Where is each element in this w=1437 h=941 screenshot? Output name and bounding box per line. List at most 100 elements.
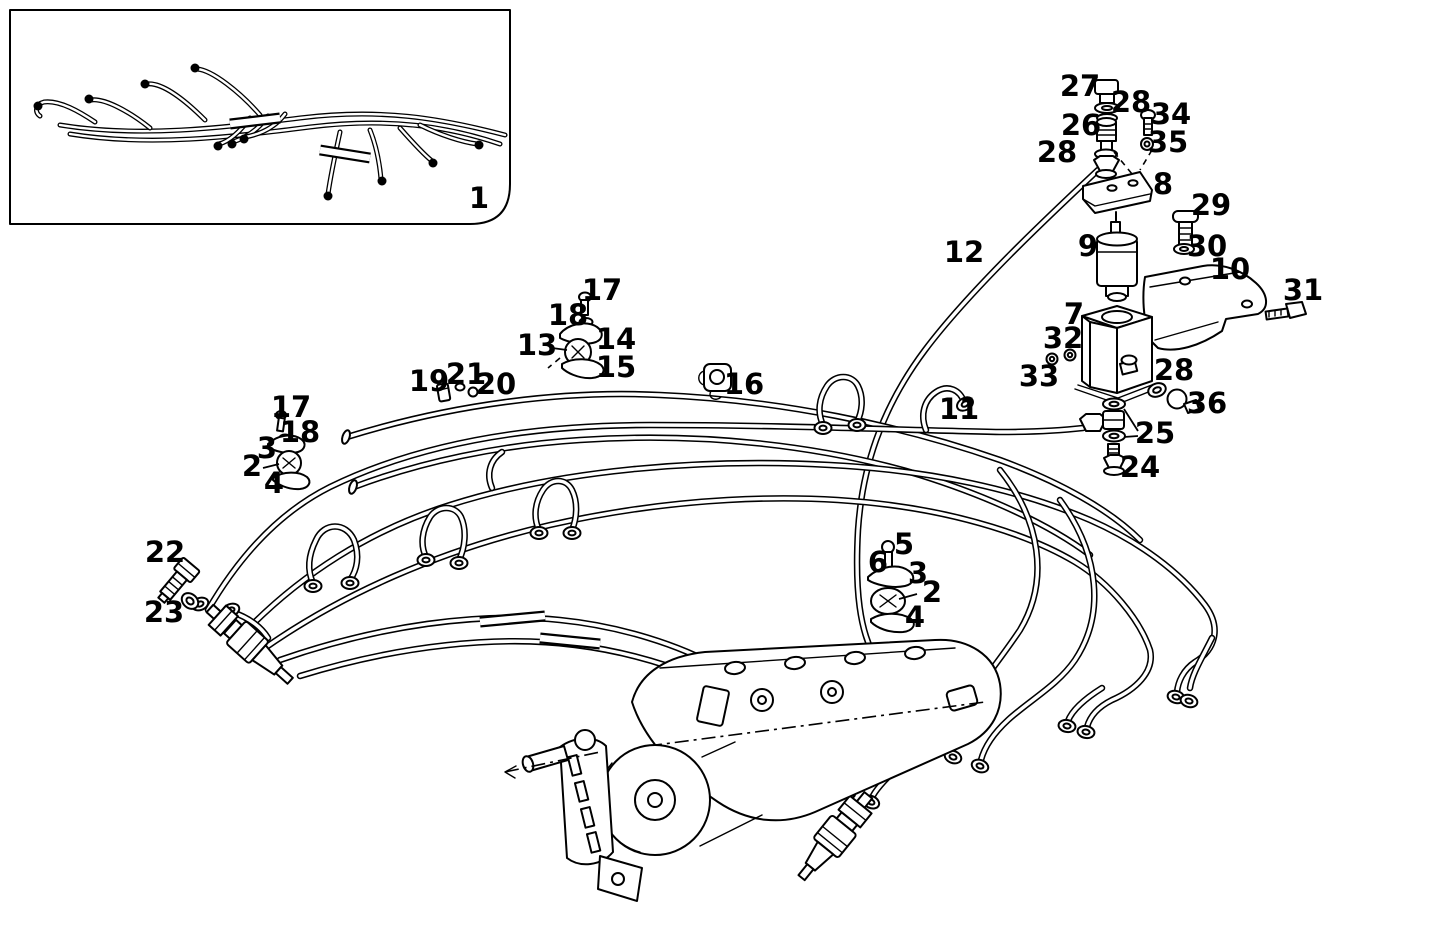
injector-tip xyxy=(797,863,815,882)
pipe-nut xyxy=(813,421,833,435)
screw-29-washer-30 xyxy=(1172,210,1199,255)
down-pipe-2 xyxy=(977,496,1098,764)
pipe-nut xyxy=(449,556,469,570)
clamp-2-3-4-left xyxy=(267,410,311,491)
callout-1: 1 xyxy=(469,181,489,215)
pipe-nut xyxy=(340,576,360,590)
injector-taper xyxy=(251,644,284,676)
bolt-34-shaft xyxy=(1143,117,1153,136)
callout-29: 29 xyxy=(1191,188,1231,222)
callout-22: 22 xyxy=(145,535,185,569)
callout-26: 26 xyxy=(1061,108,1101,142)
callout-13: 13 xyxy=(517,328,557,362)
callout-27: 27 xyxy=(1060,69,1100,103)
injector-bottom xyxy=(797,791,874,882)
callout-12: 12 xyxy=(944,235,984,269)
callout-14: 14 xyxy=(596,322,636,356)
callout-11: 11 xyxy=(939,392,979,426)
callout-2: 2 xyxy=(242,449,262,483)
callout-5: 5 xyxy=(894,527,914,561)
callout-leader xyxy=(551,347,568,351)
pipe-nut xyxy=(1056,717,1078,735)
callout-3: 3 xyxy=(257,431,277,465)
injector-left xyxy=(205,603,294,685)
callout-17: 17 xyxy=(582,273,622,307)
callout-28: 28 xyxy=(1154,353,1194,387)
callout-2: 2 xyxy=(922,575,942,609)
nipple-fitting xyxy=(1118,354,1139,376)
callout-4: 4 xyxy=(905,600,925,634)
pipe-end-dot xyxy=(33,101,43,111)
inset-pipe-bundle xyxy=(33,63,508,201)
callout-31: 31 xyxy=(1283,273,1323,307)
callout-7: 7 xyxy=(1064,297,1084,331)
callout-17: 17 xyxy=(271,390,311,424)
callout-23: 23 xyxy=(144,595,184,629)
plug-36 xyxy=(1166,388,1188,410)
callout-30: 30 xyxy=(1187,229,1227,263)
pipe-nut xyxy=(416,553,436,567)
banjo-25-24 xyxy=(1079,397,1126,476)
pipe-harness xyxy=(188,166,1218,813)
screw-17-shaft xyxy=(580,299,589,316)
callout-24: 24 xyxy=(1120,450,1160,484)
callout-18: 18 xyxy=(280,415,320,449)
clamp-2-3-4-right xyxy=(867,540,915,634)
bracket-7 xyxy=(1045,305,1162,405)
fitting-stack-top-right xyxy=(1082,79,1156,214)
callout-19: 19 xyxy=(409,364,449,398)
inset-border xyxy=(9,9,511,225)
pipe-nut xyxy=(1178,692,1200,710)
plug-36-washer-28 xyxy=(1147,382,1200,414)
open-pipe-end xyxy=(341,429,351,445)
strap-4 xyxy=(272,471,311,491)
callout-leader xyxy=(262,463,280,469)
pipe-nut xyxy=(847,418,867,432)
callout-leader xyxy=(1123,435,1139,438)
washer-21 xyxy=(454,382,466,392)
callout-16: 16 xyxy=(724,367,764,401)
open-pipe-end xyxy=(348,479,358,495)
nut-20 xyxy=(467,386,479,398)
screw-17-shaft xyxy=(276,416,286,433)
callout-36: 36 xyxy=(1187,386,1227,420)
callout-33: 33 xyxy=(1019,359,1059,393)
callout-25: 25 xyxy=(1135,416,1175,450)
bracket-10 xyxy=(1142,264,1307,351)
callout-28: 28 xyxy=(1037,135,1077,169)
pipe-nut xyxy=(529,526,549,540)
callout-15: 15 xyxy=(596,350,636,384)
callout-10: 10 xyxy=(1210,252,1250,286)
small-parts-19-20-21 xyxy=(436,382,479,403)
callout-28: 28 xyxy=(1111,85,1151,119)
pipe-nut xyxy=(1075,723,1097,741)
box-7-front xyxy=(1089,321,1118,394)
pipe-nut xyxy=(968,756,992,776)
callout-34: 34 xyxy=(1151,97,1191,131)
banjo-bolt-22-23 xyxy=(157,556,201,610)
callout-32: 32 xyxy=(1043,321,1083,355)
inset-panel xyxy=(9,9,511,225)
callout-8: 8 xyxy=(1153,167,1173,201)
callout-35: 35 xyxy=(1148,125,1188,159)
pump-assembly xyxy=(504,638,1002,902)
injector-tip xyxy=(274,666,294,685)
clamp-13-14-15 xyxy=(547,291,605,380)
callout-21: 21 xyxy=(446,357,486,391)
clamp-16 xyxy=(698,363,732,400)
callout-leader xyxy=(1123,408,1139,432)
strap-3 xyxy=(267,434,306,455)
callout-18: 18 xyxy=(548,298,588,332)
strap-4 xyxy=(870,612,915,634)
solenoid-9 xyxy=(1096,211,1138,302)
callout-9: 9 xyxy=(1078,229,1098,263)
injector-taper xyxy=(804,840,835,872)
callout-6: 6 xyxy=(868,545,888,579)
pipe-nut xyxy=(303,579,323,593)
strap-15 xyxy=(561,358,605,380)
callout-3: 3 xyxy=(908,556,928,590)
callout-4: 4 xyxy=(264,466,284,500)
